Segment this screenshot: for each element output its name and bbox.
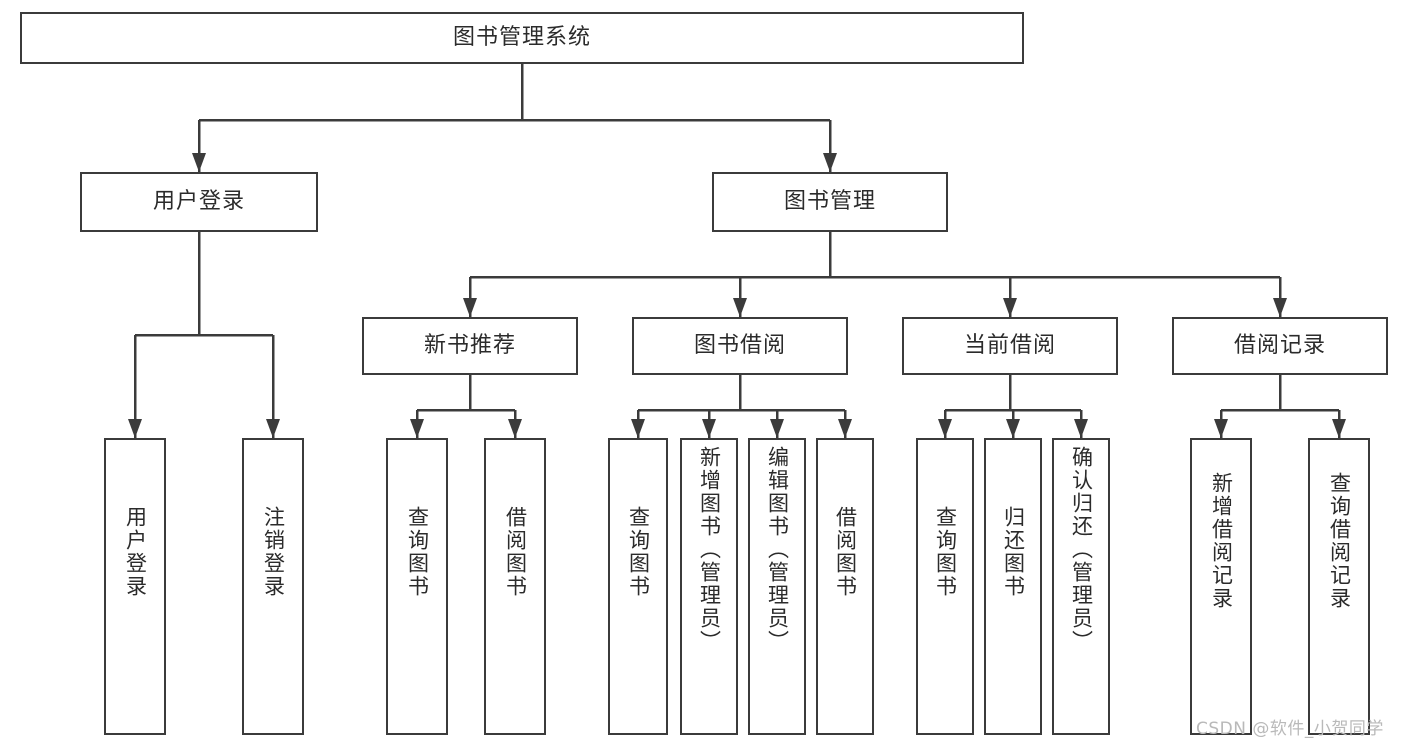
node-label: 借阅图书 — [833, 506, 858, 598]
node-label: 用户登录 — [123, 506, 148, 598]
node-current: 当前借阅 — [902, 317, 1118, 375]
node-label: 新书推荐 — [423, 332, 516, 358]
node-label: 用户登录 — [152, 188, 245, 214]
csdn-watermark: CSDN @软件_小贺同学 — [1196, 719, 1384, 739]
node-leaf-rec-query: 查询借阅记录 — [1308, 438, 1370, 735]
node-leaf-br-add: 新增图书（管理员） — [680, 438, 738, 735]
node-label: 当前借阅 — [963, 332, 1056, 358]
node-leaf-cur-confirm: 确认归还（管理员） — [1052, 438, 1110, 735]
node-borrow: 图书借阅 — [632, 317, 848, 375]
node-leaf-rec-add: 新增借阅记录 — [1190, 438, 1252, 735]
node-label: 图书借阅 — [693, 332, 786, 358]
node-leaf-cur-return: 归还图书 — [984, 438, 1042, 735]
node-label: 查询借阅记录 — [1327, 472, 1352, 610]
node-leaf-new-borrow: 借阅图书 — [484, 438, 546, 735]
node-label: 归还图书 — [1001, 506, 1026, 598]
node-label: 编辑图书（管理员） — [765, 446, 790, 653]
node-bookmgmt: 图书管理 — [712, 172, 948, 232]
node-label: 确认归还（管理员） — [1069, 446, 1094, 653]
node-leaf-user-login: 用户登录 — [104, 438, 166, 735]
node-label: 查询图书 — [405, 506, 430, 598]
node-login: 用户登录 — [80, 172, 318, 232]
node-label: 注销登录 — [261, 506, 286, 598]
node-leaf-cur-query: 查询图书 — [916, 438, 974, 735]
node-label: 查询图书 — [626, 506, 651, 598]
node-leaf-br-edit: 编辑图书（管理员） — [748, 438, 806, 735]
node-label: 图书管理系统 — [452, 24, 591, 50]
node-label: 新增借阅记录 — [1209, 472, 1234, 610]
node-record: 借阅记录 — [1172, 317, 1388, 375]
node-leaf-br-borrow: 借阅图书 — [816, 438, 874, 735]
node-label: 借阅图书 — [503, 506, 528, 598]
node-label: 新增图书（管理员） — [697, 446, 722, 653]
node-newbook: 新书推荐 — [362, 317, 578, 375]
node-label: 查询图书 — [933, 506, 958, 598]
node-label: 借阅记录 — [1233, 332, 1326, 358]
node-leaf-user-logout: 注销登录 — [242, 438, 304, 735]
node-leaf-new-query: 查询图书 — [386, 438, 448, 735]
node-label: 图书管理 — [783, 188, 876, 214]
node-root: 图书管理系统 — [20, 12, 1024, 64]
node-leaf-br-query: 查询图书 — [608, 438, 668, 735]
